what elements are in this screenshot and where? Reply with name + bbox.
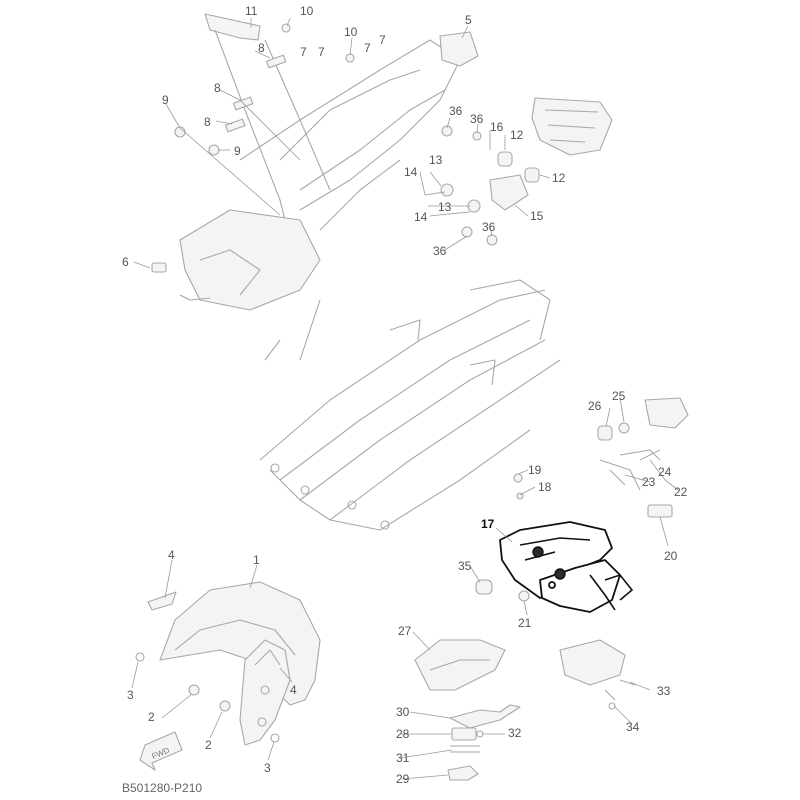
callout-12[interactable]: 12 [510, 128, 524, 142]
callout-4[interactable]: 4 [290, 683, 297, 697]
callout-26[interactable]: 26 [588, 399, 602, 413]
callout-19[interactable]: 19 [528, 463, 542, 477]
callout-34[interactable]: 34 [626, 720, 640, 734]
callout-10[interactable]: 10 [300, 4, 314, 18]
callout-15[interactable]: 15 [530, 209, 544, 223]
callout-30[interactable]: 30 [396, 705, 410, 719]
callout-32[interactable]: 32 [508, 726, 522, 740]
rear-bracket-assembly [414, 639, 636, 781]
diagram-reference-code: B501280-P210 [122, 781, 202, 795]
callout-36[interactable]: 36 [449, 104, 463, 118]
callout-36[interactable]: 36 [433, 244, 447, 258]
callout-16[interactable]: 16 [490, 120, 504, 134]
callout-7[interactable]: 7 [300, 45, 307, 59]
callout-11[interactable]: 11 [245, 4, 258, 18]
callout-13[interactable]: 13 [438, 200, 452, 214]
callout-3[interactable]: 3 [127, 688, 134, 702]
hardware-cluster [424, 125, 540, 246]
callout-28[interactable]: 28 [396, 727, 410, 741]
callout-18[interactable]: 18 [538, 480, 552, 494]
callout-7[interactable]: 7 [379, 33, 386, 47]
highlighted-part-17[interactable] [499, 521, 634, 613]
callout-33[interactable]: 33 [657, 684, 671, 698]
callout-7[interactable]: 7 [364, 41, 371, 55]
turn-signal-parts [513, 397, 689, 518]
callout-10[interactable]: 10 [344, 25, 358, 39]
callout-2[interactable]: 2 [148, 710, 155, 724]
callout-20[interactable]: 20 [664, 549, 678, 563]
leader-lines [131, 17, 679, 780]
callout-14[interactable]: 14 [404, 165, 418, 179]
callout-labels: 11 10 10 5 8 7 7 7 7 9 8 8 9 36 36 16 12… [122, 4, 688, 786]
callout-4[interactable]: 4 [168, 548, 175, 562]
callout-31[interactable]: 31 [396, 751, 410, 765]
callout-3[interactable]: 3 [264, 761, 271, 775]
callout-29[interactable]: 29 [396, 772, 410, 786]
front-fender-assembly: FWD [135, 581, 321, 771]
callout-23[interactable]: 23 [642, 475, 656, 489]
callout-8[interactable]: 8 [214, 81, 221, 95]
main-frame-rails [259, 279, 561, 531]
callout-6[interactable]: 6 [122, 255, 129, 269]
callout-27[interactable]: 27 [398, 624, 412, 638]
callout-1[interactable]: 1 [253, 553, 260, 567]
callout-24[interactable]: 24 [658, 465, 672, 479]
callout-21[interactable]: 21 [518, 616, 532, 630]
callout-13[interactable]: 13 [429, 153, 443, 167]
callout-2[interactable]: 2 [205, 738, 212, 752]
callout-8[interactable]: 8 [204, 115, 211, 129]
callout-9[interactable]: 9 [234, 144, 241, 158]
callout-36[interactable]: 36 [482, 220, 496, 234]
callout-35[interactable]: 35 [458, 559, 472, 573]
callout-14[interactable]: 14 [414, 210, 428, 224]
callout-9[interactable]: 9 [162, 93, 169, 107]
callout-25[interactable]: 25 [612, 389, 626, 403]
callout-8[interactable]: 8 [258, 41, 265, 55]
callout-22[interactable]: 22 [674, 485, 688, 499]
callout-7[interactable]: 7 [318, 45, 325, 59]
callout-5[interactable]: 5 [465, 13, 472, 27]
tail-light-assembly [531, 97, 613, 156]
callout-36[interactable]: 36 [470, 112, 484, 126]
callout-17[interactable]: 17 [481, 517, 495, 531]
callout-12[interactable]: 12 [552, 171, 566, 185]
